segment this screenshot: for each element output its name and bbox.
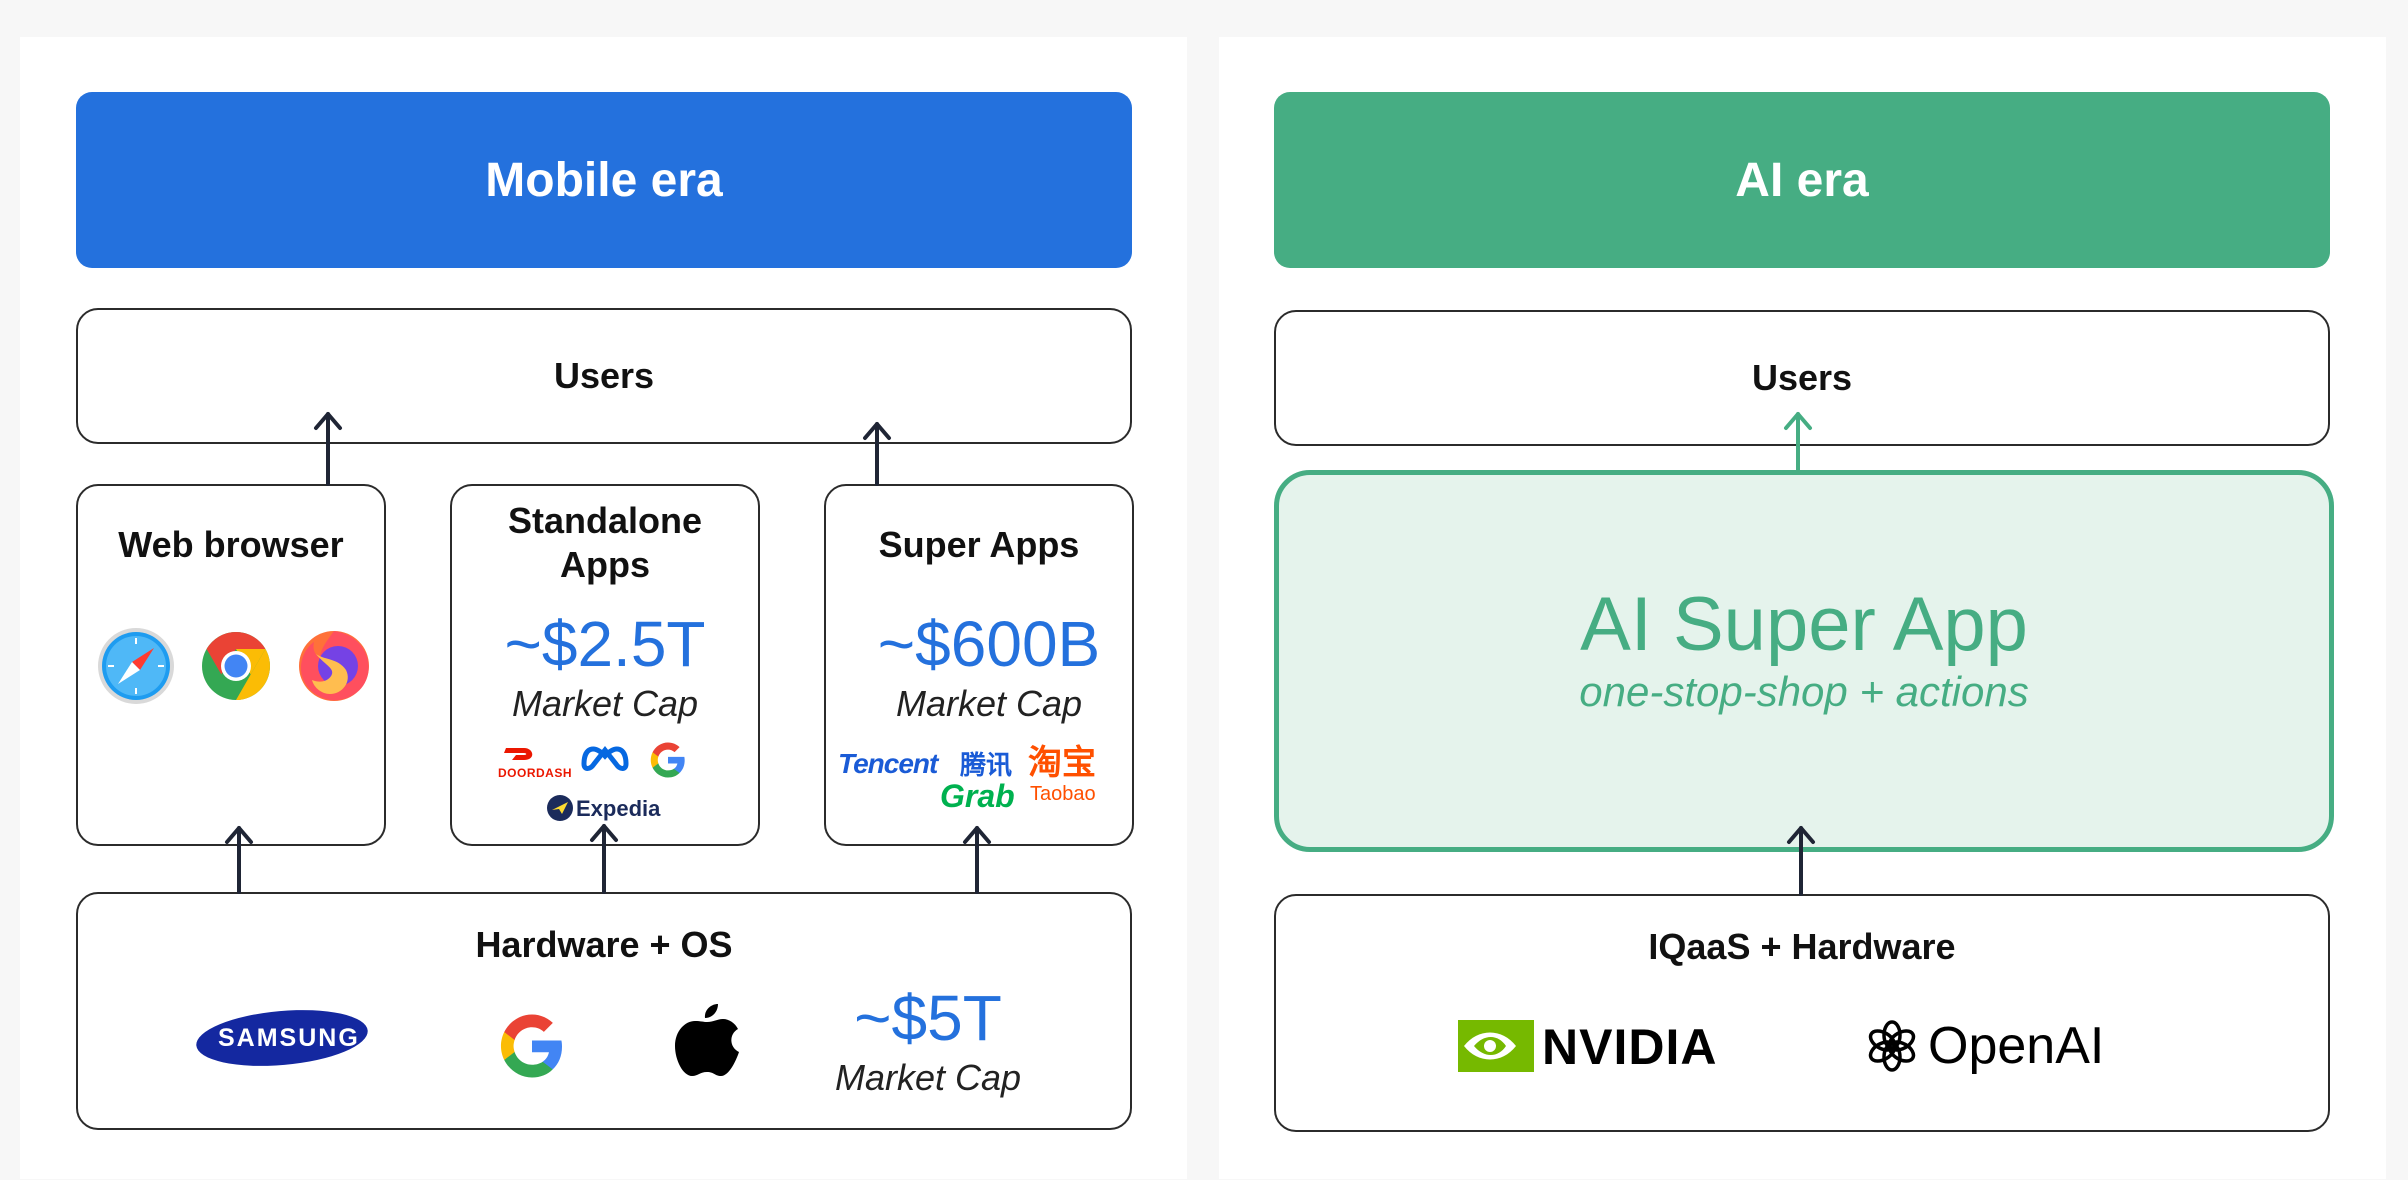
web-browser-title: Web browser: [118, 524, 344, 565]
hardware-market-cap-value: ~$5T: [854, 982, 1002, 1054]
standalone-title-line1: Standalone: [507, 500, 703, 541]
samsung-logo-text: SAMSUNG: [218, 1024, 360, 1052]
expedia-logo-text: Expedia: [576, 796, 661, 821]
tencent-cn-logo-text: 腾讯: [960, 750, 1013, 780]
ai-era-header: AI era: [1274, 92, 2330, 268]
super-apps-market-cap-value: ~$600B: [877, 608, 1101, 680]
openai-icon: [1868, 1020, 1916, 1072]
firefox-icon: [299, 631, 369, 701]
ai-super-app-box: AI Super App one-stop-shop + actions: [1274, 470, 2334, 852]
ai-era-title: AI era: [1735, 153, 1869, 207]
standalone-title-line2: Apps: [560, 544, 650, 585]
nvidia-icon: [1458, 1020, 1534, 1072]
ai-super-app-subtitle: one-stop-shop + actions: [1579, 668, 2029, 715]
expedia-icon: [547, 795, 573, 821]
super-apps-market-cap-label: Market Cap: [895, 683, 1083, 724]
tencent-logo-text: Tencent: [838, 748, 938, 779]
chrome-icon: [202, 632, 270, 700]
ai-users-box: Users: [1274, 310, 2330, 446]
standalone-market-cap-label: Market Cap: [511, 683, 699, 724]
grab-logo-text: Grab: [940, 778, 1015, 814]
doordash-icon: [504, 748, 533, 760]
mobile-era-title: Mobile era: [485, 153, 723, 207]
safari-icon: [98, 628, 174, 704]
standalone-market-cap-value: ~$2.5T: [504, 608, 706, 680]
ai-users-label: Users: [1751, 357, 1853, 398]
ai-super-app-title: AI Super App: [1580, 582, 2028, 667]
openai-logo-text: OpenAI: [1928, 1017, 2105, 1075]
apple-icon: [675, 1004, 739, 1076]
doordash-logo-text: DOORDASH: [498, 766, 573, 780]
nvidia-logo-text: NVIDIA: [1542, 1019, 1718, 1075]
iqaas-hardware-title: IQaaS + Hardware: [1648, 926, 1956, 967]
meta-icon: [581, 745, 629, 771]
web-browser-box: Web browser: [76, 484, 386, 846]
hardware-os-box: Hardware + OS SAMSUNG ~$5T Market Cap: [76, 892, 1132, 1130]
google-icon: [650, 742, 685, 778]
iqaas-hardware-box: IQaaS + Hardware NVIDIA OpenAI: [1274, 894, 2330, 1132]
hardware-os-title: Hardware + OS: [475, 924, 733, 965]
taobao-cn-logo-text: 淘宝: [1028, 744, 1096, 782]
mobile-users-label: Users: [553, 355, 655, 396]
standalone-apps-box: Standalone Apps ~$2.5T Market Cap DOORDA…: [450, 484, 760, 846]
hardware-market-cap-label: Market Cap: [834, 1057, 1022, 1098]
super-apps-title: Super Apps: [878, 524, 1080, 565]
mobile-users-box: Users: [76, 308, 1132, 444]
mobile-era-header: Mobile era: [76, 92, 1132, 268]
google-icon: [500, 1014, 562, 1078]
samsung-icon: [196, 1010, 368, 1066]
super-apps-box: Super Apps ~$600B Market Cap Tencent 腾讯 …: [824, 484, 1134, 846]
taobao-logo-text: Taobao: [1030, 783, 1096, 805]
